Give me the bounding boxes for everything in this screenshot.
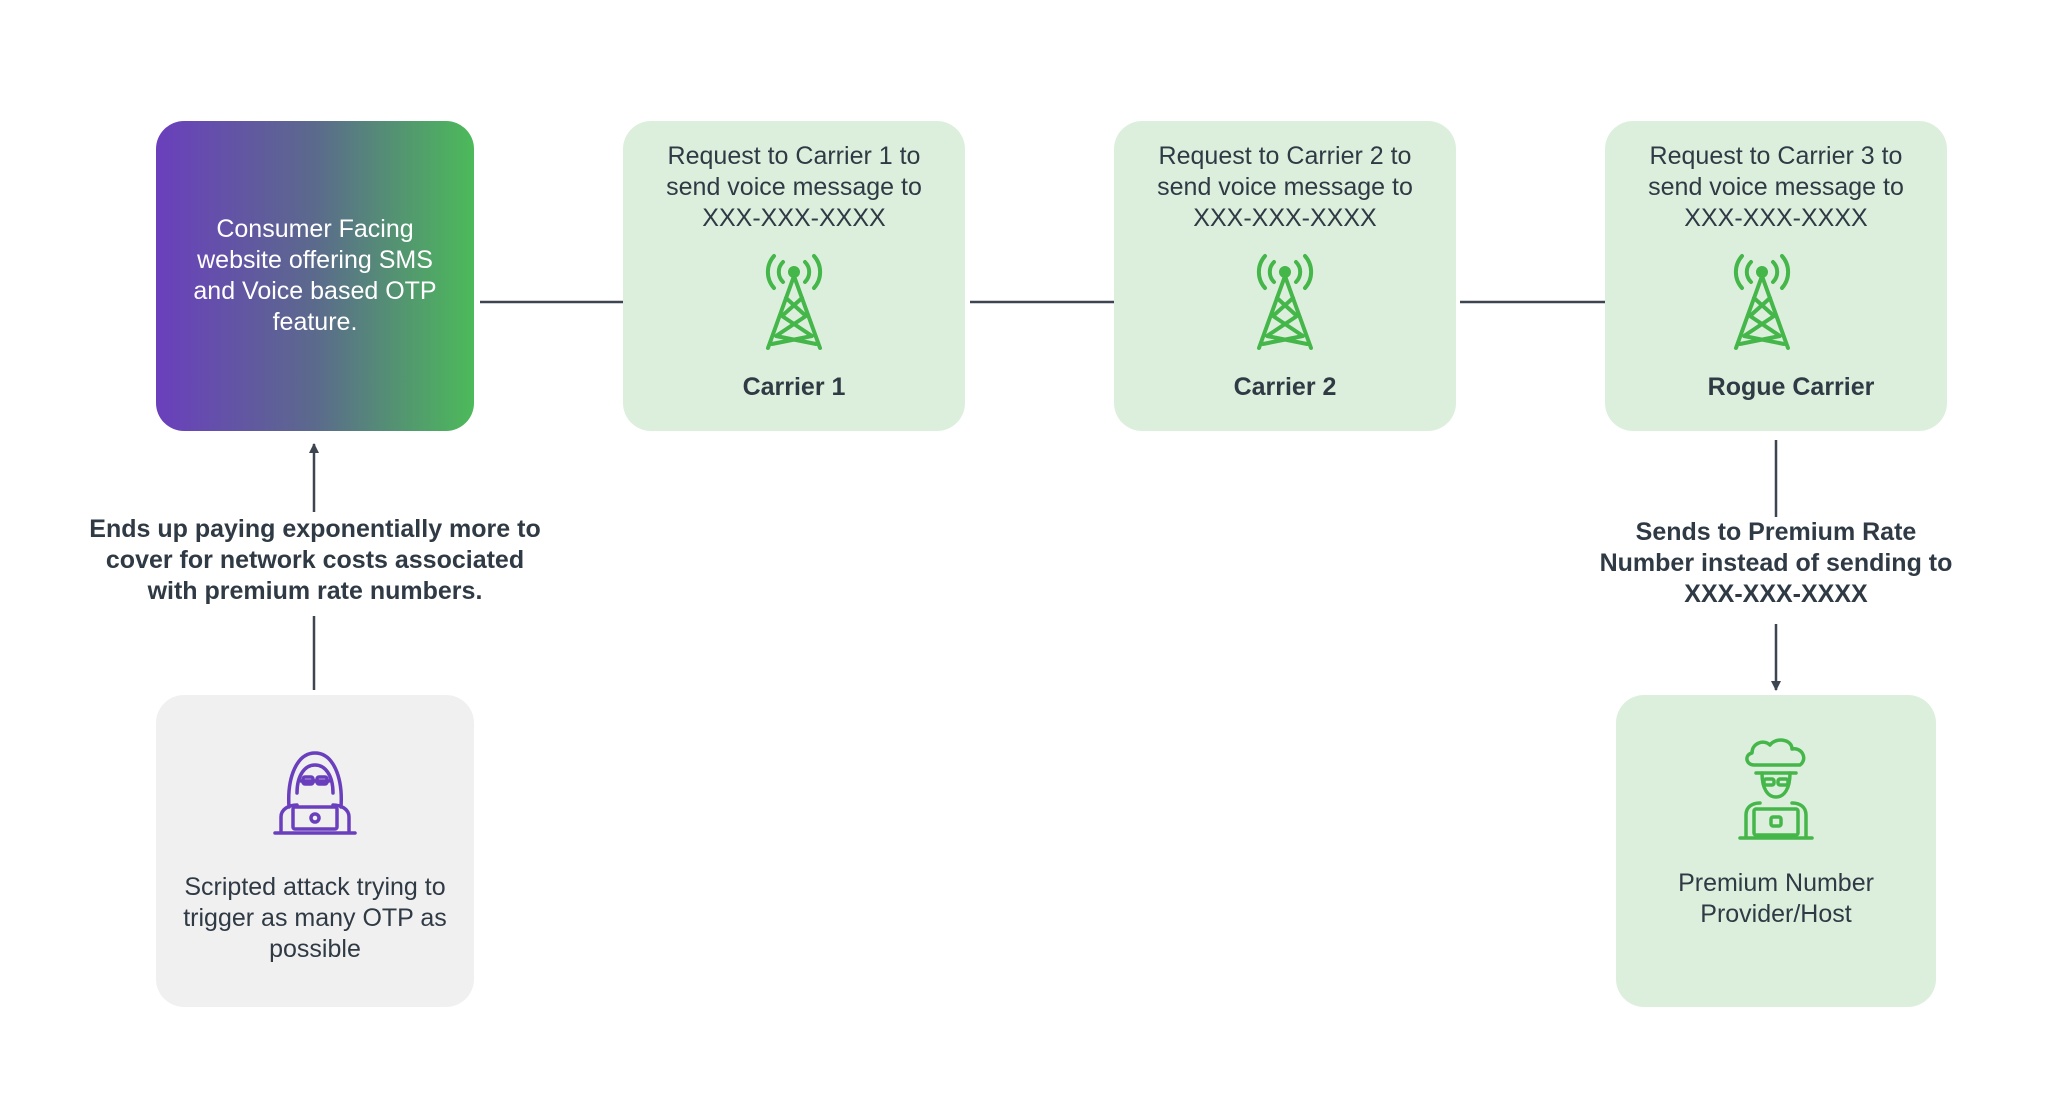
cell-tower-icon [1726,252,1798,357]
carrier-2-request-text: Request to Carrier 2 to send voice messa… [1157,142,1413,232]
attacker-card: Scripted attack trying to trigger as man… [156,695,474,1007]
cost-impact-label: Ends up paying exponentially more to cov… [82,514,548,607]
cloud-hacker-icon [1738,737,1814,846]
cell-tower-icon [758,252,830,357]
premium-redirect-label: Sends to Premium Rate Number instead of … [1598,517,1954,610]
cell-tower-icon [1249,252,1321,357]
carrier-1-request-text: Request to Carrier 1 to send voice messa… [666,142,922,232]
rogue-carrier-label: Rogue Carrier [1707,373,1875,401]
premium-host-card: Premium Number Provider/Host [1616,695,1936,1007]
consumer-website-text: Consumer Facing website offering SMS and… [193,215,437,336]
carrier-3-request-text: Request to Carrier 3 to send voice messa… [1648,142,1904,232]
carrier-2-card: Request to Carrier 2 to send voice messa… [1114,121,1456,431]
attacker-text: Scripted attack trying to trigger as man… [183,873,447,963]
consumer-website-card: Consumer Facing website offering SMS and… [156,121,474,431]
premium-host-text: Premium Number Provider/Host [1678,869,1874,928]
carrier-1-label: Carrier 1 [742,373,846,401]
rogue-carrier-card: Request to Carrier 3 to send voice messa… [1605,121,1947,431]
carrier-1-card: Request to Carrier 1 to send voice messa… [623,121,965,431]
hooded-hacker-icon [269,747,361,844]
carrier-2-label: Carrier 2 [1233,373,1337,401]
